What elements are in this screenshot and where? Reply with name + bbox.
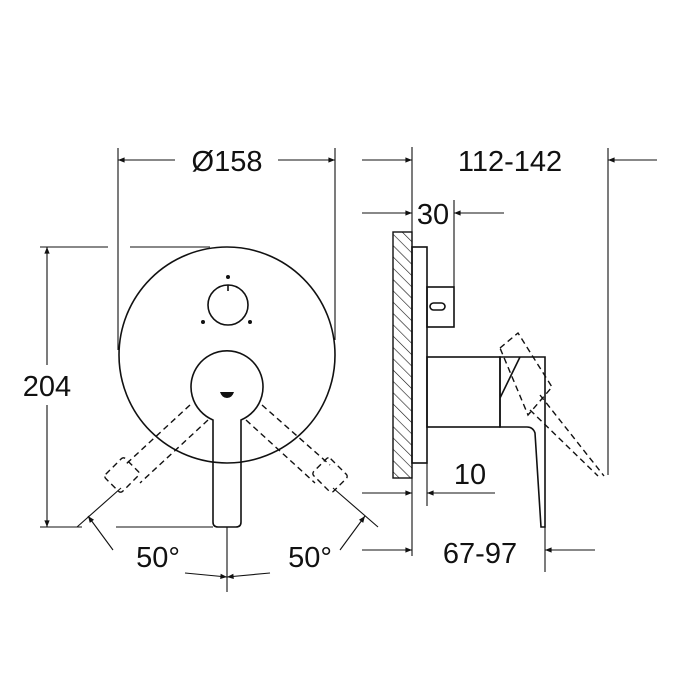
slot-icon xyxy=(429,302,446,311)
diverter-knob-icon xyxy=(201,275,252,326)
front-view: Ø158 204 50° 50° xyxy=(23,146,379,592)
height-label: 204 xyxy=(23,371,71,403)
cover-plate xyxy=(118,246,336,464)
diverter-knob-side xyxy=(426,286,455,328)
lever-side xyxy=(499,356,546,528)
wall-depth-label: 30 xyxy=(417,199,449,231)
lever-rotated-left xyxy=(104,404,209,493)
cover-plate-side xyxy=(411,246,428,464)
angle-right-label: 50° xyxy=(288,542,332,574)
angle-left-label: 50° xyxy=(136,542,180,574)
lever-projection-label: 67-97 xyxy=(443,538,517,570)
body-side xyxy=(426,356,501,428)
side-view: 112-142 30 10 67-97 xyxy=(362,146,657,572)
lever-handle xyxy=(190,350,264,528)
diameter-label: Ø158 xyxy=(192,146,263,178)
plate-offset-label: 10 xyxy=(454,459,486,491)
projection-total-label: 112-142 xyxy=(458,146,562,178)
lever-rotated-right xyxy=(245,404,348,493)
wall-section xyxy=(392,231,413,479)
